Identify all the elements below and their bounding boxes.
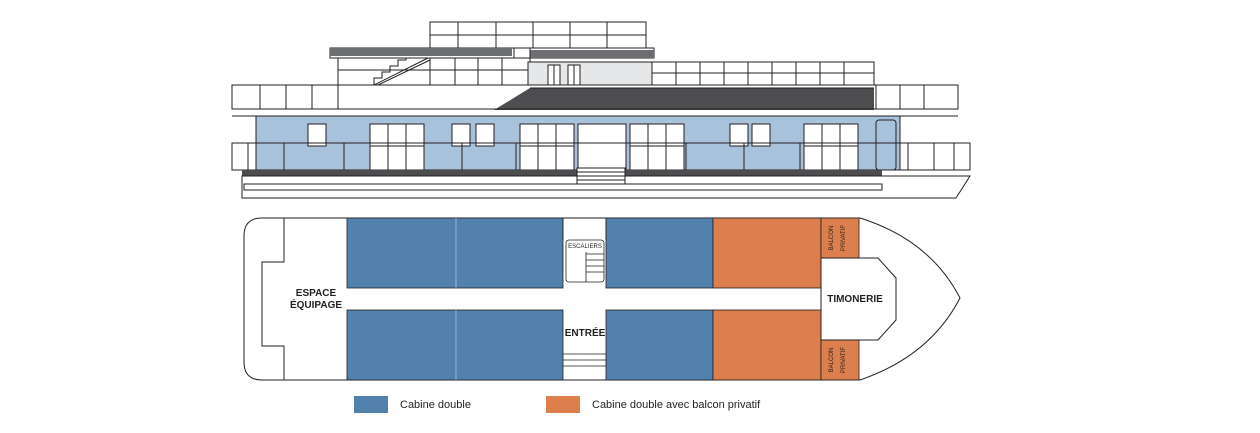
legend-label-balcony: Cabine double avec balcon privatif (592, 398, 761, 411)
cabin-balcony (712, 217, 822, 289)
legend-swatch-double (354, 396, 388, 413)
balcony-cabins (712, 217, 860, 381)
balcony-label: PRIVATIF (841, 225, 847, 251)
wheelhouse (820, 257, 897, 341)
balcony-label: PRIVATIF (841, 347, 847, 373)
balcony-label: BALCON (829, 348, 835, 373)
legend-item-double: Cabine double (354, 396, 471, 413)
deck-plan: ESPACE ÉQUIPAGE BALCON PRIVATIF BALCON P… (243, 217, 961, 381)
legend-label-double: Cabine double (400, 398, 471, 411)
cabin-double (605, 217, 714, 289)
side-elevation (231, 21, 971, 199)
cabin-double (346, 217, 564, 289)
cabin-balcony (712, 309, 822, 381)
stairs-label: ESCALIERS (568, 244, 602, 250)
crew-space (261, 218, 285, 380)
entrance-steps (563, 353, 606, 367)
private-balcony (820, 339, 860, 381)
legend-swatch-balcony (546, 396, 580, 413)
entrance-label: ENTRÉE (565, 326, 606, 339)
balcony-label: BALCON (829, 226, 835, 251)
cabin-double (605, 309, 714, 381)
double-cabins (346, 217, 714, 381)
crew-space-label-2: ÉQUIPAGE (290, 298, 342, 311)
private-balcony (820, 217, 860, 259)
wheelhouse-label: TIMONERIE (827, 294, 883, 305)
cabin-double (346, 309, 564, 381)
stairs (565, 239, 605, 283)
crew-space-label-1: ESPACE (296, 288, 337, 299)
legend-item-balcony: Cabine double avec balcon privatif (546, 396, 760, 413)
